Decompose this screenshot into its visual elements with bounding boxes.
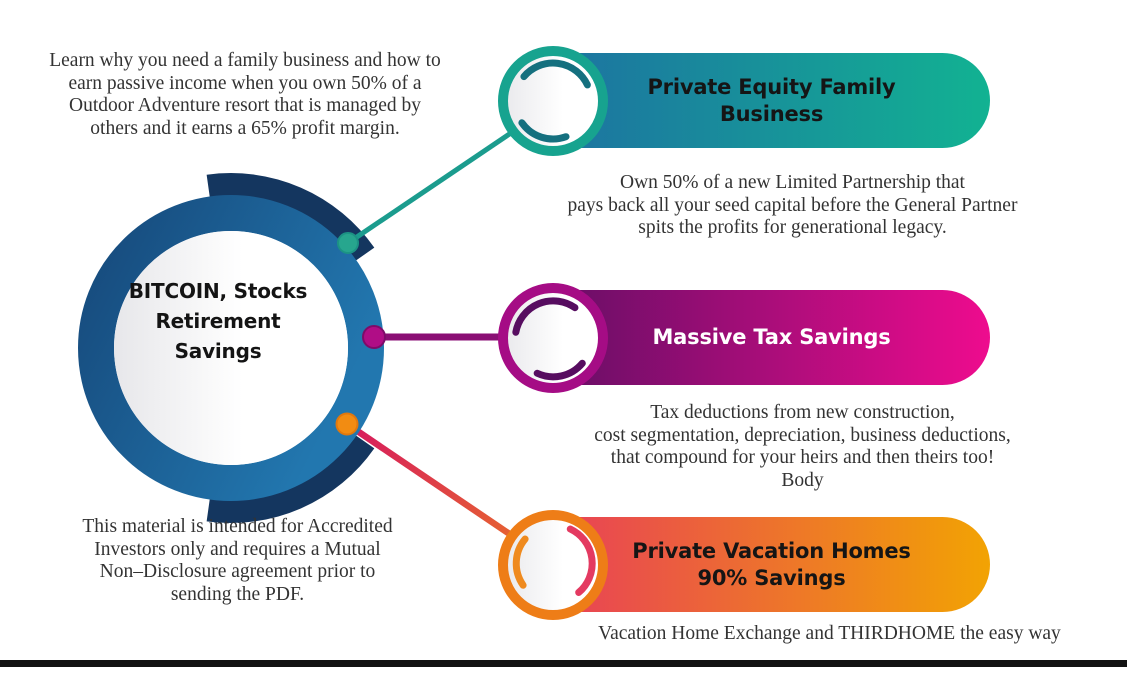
item-pill-vacation-homes: Private Vacation Homes 90% Savings xyxy=(498,510,990,620)
connector-dot-3 xyxy=(335,412,359,436)
center-inner-circle xyxy=(114,231,348,465)
badge-circle-icon xyxy=(498,283,608,393)
item-pill-tax-savings: Massive Tax Savings xyxy=(498,283,990,393)
item-description: Own 50% of a new Limited Partnership tha… xyxy=(567,172,1018,239)
badge-arcs-icon xyxy=(512,297,586,381)
item-title: Private Equity Family Business xyxy=(647,74,896,126)
item-pill-private-equity: Private Equity Family Business xyxy=(498,46,990,156)
badge-circle-icon xyxy=(498,46,608,156)
footer-divider-bar xyxy=(0,660,1127,667)
item-title: Massive Tax Savings xyxy=(652,325,891,349)
badge-arcs-icon xyxy=(512,525,596,596)
center-circle-title: BITCOIN, Stocks Retirement Savings xyxy=(128,279,308,363)
center-back-arc-bottom xyxy=(206,428,375,524)
item-title: Private Vacation Homes 90% Savings xyxy=(632,538,911,590)
disclaimer-text: This material is intended for Accredited… xyxy=(82,516,393,605)
center-ring xyxy=(78,195,384,501)
badge-arcs-icon xyxy=(518,59,591,143)
connector-dot-1 xyxy=(337,232,359,254)
connector-dot-2 xyxy=(362,325,386,349)
intro-text: Learn why you need a family business and… xyxy=(49,50,441,139)
item-description: Vacation Home Exchange and THIRDHOME the… xyxy=(598,623,1061,644)
item-description: Tax deductions from new construction, co… xyxy=(594,402,1011,491)
badge-circle-icon xyxy=(498,510,608,620)
